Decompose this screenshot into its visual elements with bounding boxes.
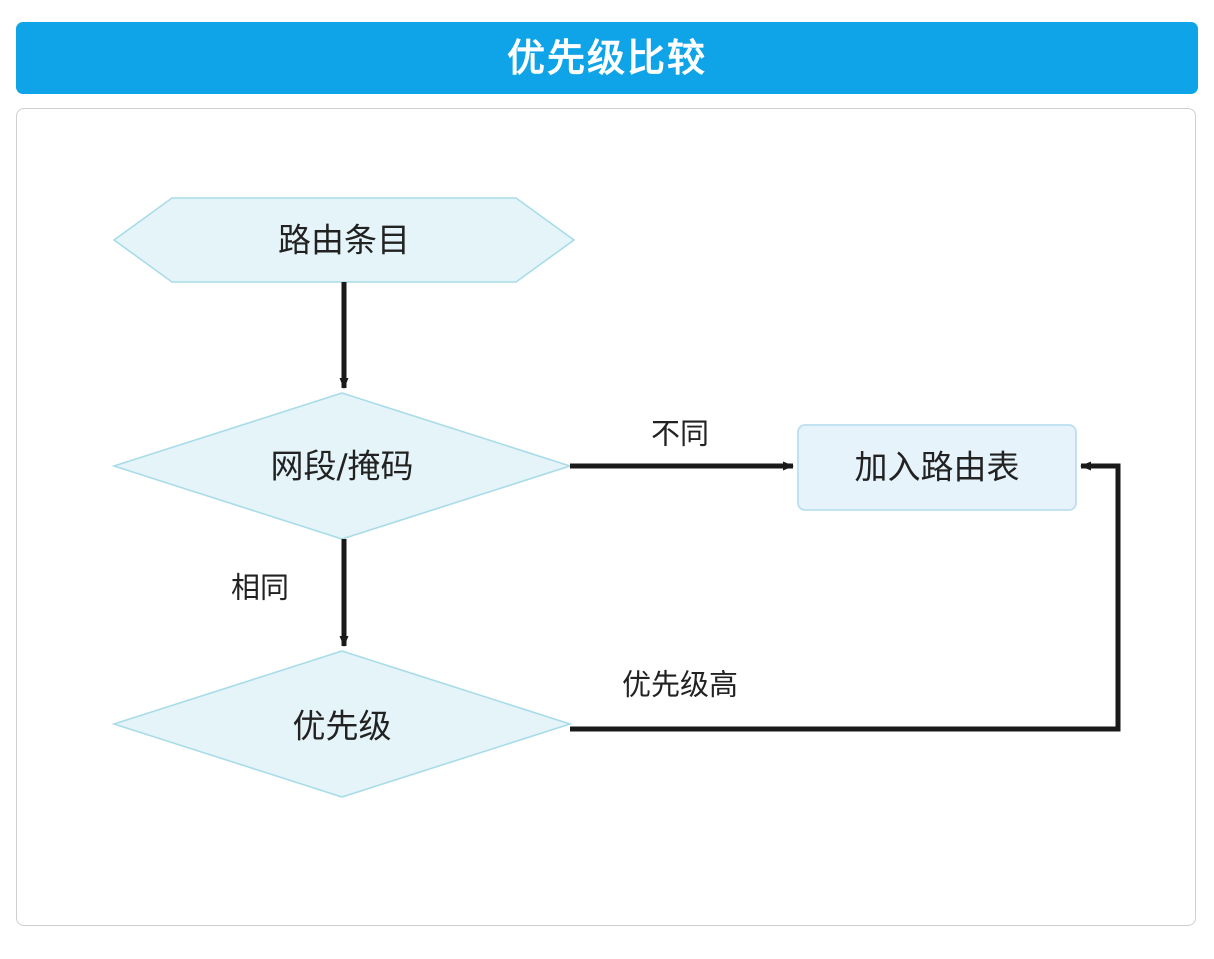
edge-priority-higher <box>570 461 1121 732</box>
node-route-entry-shape[interactable] <box>112 197 576 283</box>
node-add-to-routing-table-shape[interactable] <box>797 424 1077 511</box>
page-header: 优先级比较 <box>16 22 1198 94</box>
page-title: 优先级比较 <box>506 36 707 80</box>
node-priority-shape[interactable] <box>111 650 573 798</box>
node-network-mask-shape[interactable] <box>111 392 573 540</box>
